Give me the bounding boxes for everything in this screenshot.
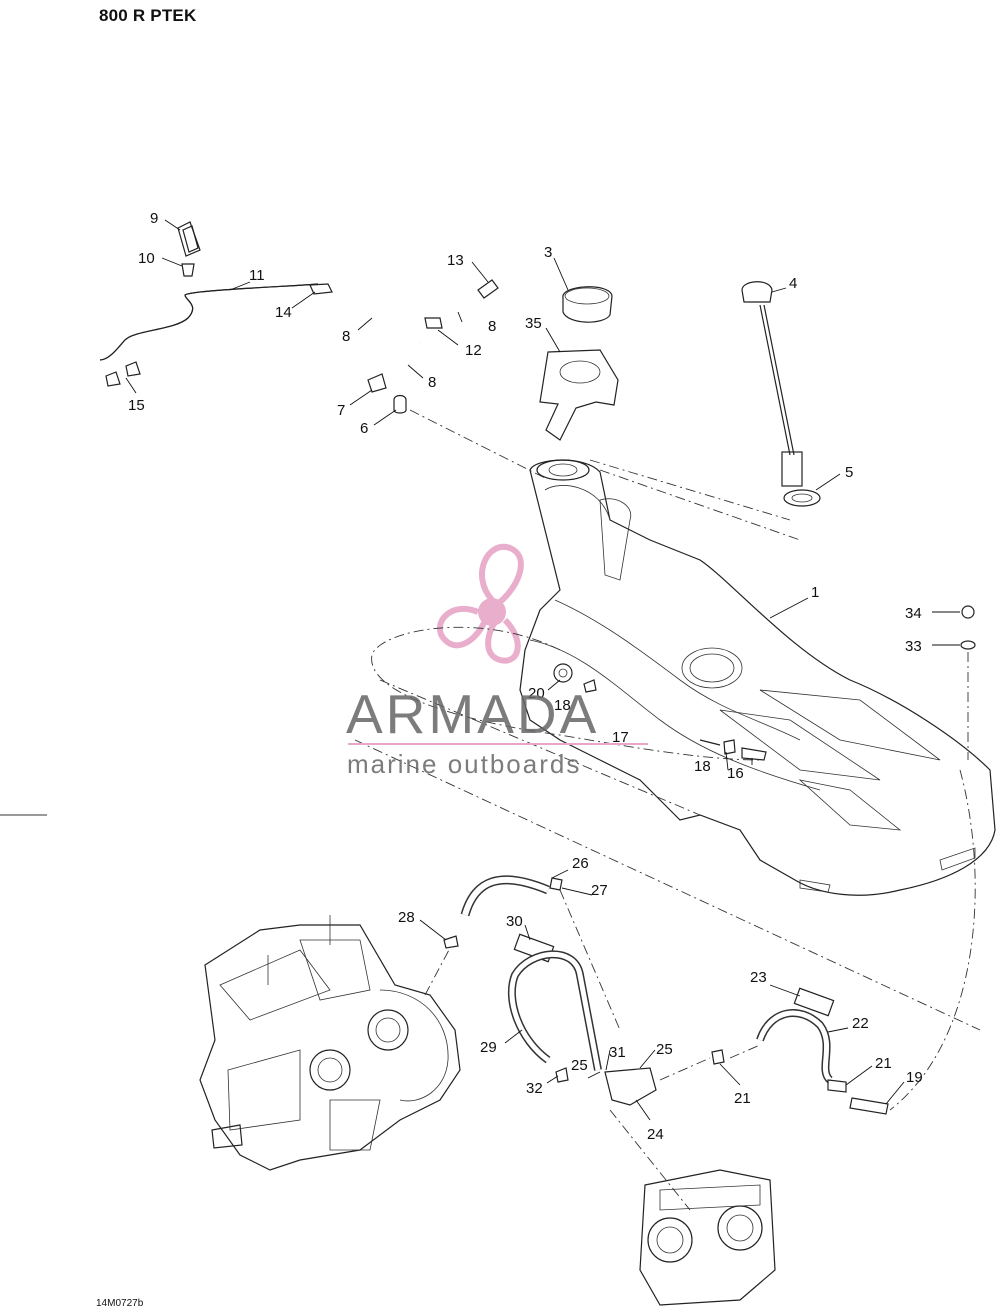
callout-25b: 25	[571, 1057, 588, 1074]
callout-26: 26	[572, 855, 589, 872]
watermark-brand: ARMADA	[346, 683, 600, 745]
callout-12: 12	[465, 342, 482, 359]
callout-31: 31	[609, 1044, 626, 1061]
callout-15: 15	[128, 397, 145, 414]
callout-22: 22	[852, 1015, 869, 1032]
drawing-code: 14M0727b	[96, 1298, 144, 1309]
callout-21b: 21	[734, 1090, 751, 1107]
connection-lines	[354, 409, 981, 1211]
fuel-cap-and-neck	[539, 286, 619, 441]
callout-33: 33	[905, 638, 922, 655]
watermark-rule	[348, 743, 648, 745]
callout-35: 35	[525, 315, 542, 332]
fuel-level-sensor	[741, 281, 821, 507]
callout-16: 16	[727, 765, 744, 782]
callout-34: 34	[905, 605, 922, 622]
callout-labels: 9 10 11 14 15 13 8 8 12 8 7 6 3 35 4 5 1…	[128, 210, 923, 1143]
callout-30: 30	[506, 913, 523, 930]
diagram-title: 800 R PTEK	[99, 6, 197, 25]
fuel-tank	[519, 459, 996, 896]
tank-fittings	[553, 605, 976, 761]
callout-18b: 18	[694, 758, 711, 775]
callout-5: 5	[845, 464, 853, 481]
leader-lines	[125, 219, 960, 1121]
fuel-hoses	[443, 875, 889, 1115]
vent-hose-assembly	[99, 221, 499, 414]
callout-1: 1	[811, 584, 819, 601]
callout-20: 20	[528, 685, 545, 702]
callout-24: 24	[647, 1126, 664, 1143]
callout-25a: 25	[656, 1041, 673, 1058]
callout-14: 14	[275, 304, 292, 321]
carburetor-assembly	[639, 1169, 776, 1306]
callout-19: 19	[906, 1069, 923, 1086]
callout-32: 32	[526, 1080, 543, 1097]
callout-8c: 8	[428, 374, 436, 391]
callout-29: 29	[480, 1039, 497, 1056]
watermark-propeller-icon	[436, 543, 524, 664]
callout-7: 7	[337, 402, 345, 419]
callout-8b: 8	[488, 318, 496, 335]
callout-27: 27	[591, 882, 608, 899]
callout-3: 3	[544, 244, 552, 261]
callout-11: 11	[249, 267, 265, 284]
callout-21a: 21	[875, 1055, 892, 1072]
callout-28: 28	[398, 909, 415, 926]
engine-block	[199, 915, 461, 1171]
callout-18a: 18	[554, 697, 571, 714]
callout-8a: 8	[342, 328, 350, 345]
callout-6: 6	[360, 420, 368, 437]
callout-23: 23	[750, 969, 767, 986]
callout-13: 13	[447, 252, 464, 269]
callout-4: 4	[789, 275, 797, 292]
watermark-tagline: marine outboards	[347, 749, 582, 779]
callout-10: 10	[138, 250, 155, 267]
callout-9: 9	[150, 210, 158, 227]
callout-17: 17	[612, 729, 629, 746]
